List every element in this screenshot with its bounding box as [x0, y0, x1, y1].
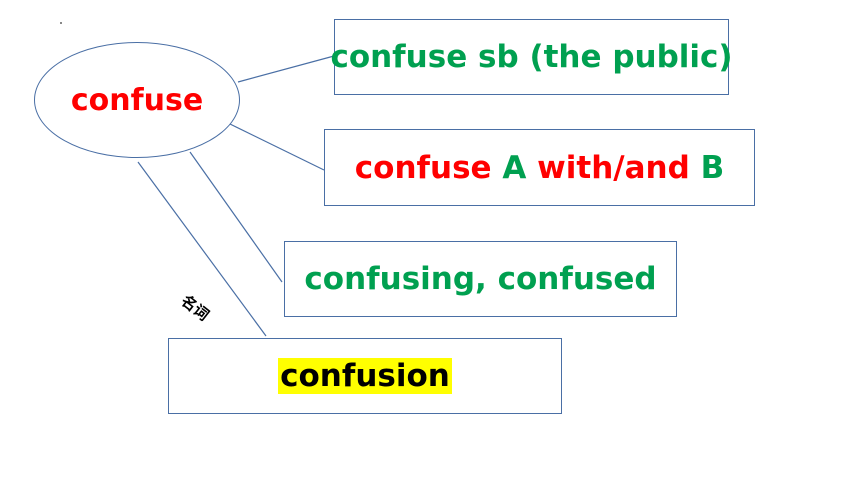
node-noun-text: confusion: [278, 358, 452, 394]
node-usage-ab: confuse A with/and B: [324, 129, 755, 206]
connector-to-noun: [137, 161, 267, 337]
node-usage-ab-part-confuse: confuse: [354, 149, 503, 186]
node-adjectives: confusing, confused: [284, 241, 677, 317]
connector-to-adjectives: [189, 151, 283, 283]
node-usage-ab-part-a: A: [502, 149, 538, 186]
connector-to-usage-ab: [229, 123, 325, 171]
stray-dot: [60, 22, 62, 24]
connector-to-usage-sb: [237, 55, 335, 83]
node-noun: confusion: [168, 338, 562, 414]
node-usage-ab-part-with-and: with/and: [537, 149, 701, 186]
node-usage-ab-part-b: B: [700, 149, 725, 186]
node-usage-sb-text: confuse sb (the public): [330, 39, 733, 75]
center-word: confuse: [70, 82, 204, 118]
node-usage-sb: confuse sb (the public): [330, 19, 733, 95]
center-node: confuse: [34, 42, 240, 158]
node-adjectives-text: confusing, confused: [304, 261, 657, 297]
